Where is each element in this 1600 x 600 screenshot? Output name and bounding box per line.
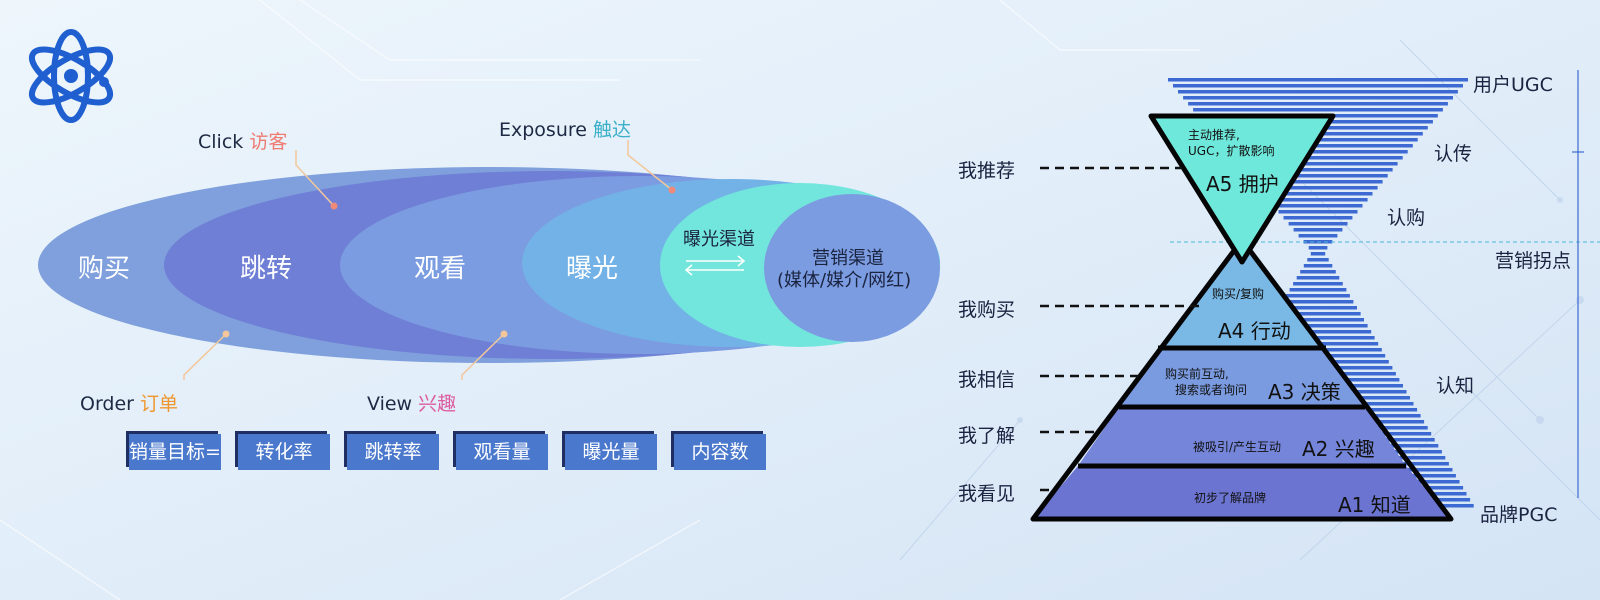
hourglass-stripe bbox=[1278, 210, 1358, 214]
formula-conversion-rate: 转化率 bbox=[238, 434, 330, 470]
a3-desc-line2: 搜索或者询问 bbox=[1175, 383, 1248, 397]
hourglass-stripe bbox=[1303, 264, 1333, 268]
hourglass-stripe bbox=[1258, 186, 1378, 190]
side-pgc: 品牌PGC bbox=[1480, 504, 1558, 526]
atom-icon bbox=[28, 29, 114, 123]
hourglass-stripe bbox=[1271, 318, 1364, 322]
callout-order-en: Order bbox=[80, 393, 134, 415]
side-know: 认知 bbox=[1436, 375, 1475, 397]
hourglass-stripe bbox=[1228, 150, 1408, 154]
label-marketing-line2: (媒体/媒介/网红) bbox=[777, 270, 912, 291]
side-ugc: 用户UGC bbox=[1473, 74, 1553, 96]
hourglass-stripe bbox=[1296, 276, 1340, 280]
label-buy: 购买 bbox=[78, 254, 131, 284]
a4-name: A4 行动 bbox=[1218, 319, 1291, 343]
tier-a4 bbox=[1158, 240, 1326, 348]
a5-desc-line1: 主动推荐, bbox=[1188, 128, 1240, 142]
hourglass-stripe bbox=[1168, 78, 1468, 82]
a1-name: A1 知道 bbox=[1338, 493, 1411, 517]
label-marketing-line1: 营销渠道 bbox=[812, 248, 884, 269]
hourglass-stripe bbox=[1268, 198, 1368, 202]
label-jump: 跳转 bbox=[240, 254, 293, 284]
label-watch: 观看 bbox=[414, 254, 467, 284]
hourglass-stripe bbox=[1308, 246, 1328, 250]
a1-desc: 初步了解品牌 bbox=[1194, 491, 1267, 505]
hourglass-stripe bbox=[1253, 180, 1383, 184]
callout-exposure: Exposure 触达 bbox=[499, 115, 631, 142]
hourglass-stripe bbox=[1173, 84, 1463, 88]
callout-view-en: View bbox=[367, 393, 413, 415]
tier-a1 bbox=[1033, 466, 1451, 519]
hourglass-stripe bbox=[1238, 162, 1398, 166]
hourglass-stripe bbox=[1282, 300, 1354, 304]
formula-exposure-count: 曝光量 bbox=[565, 434, 657, 470]
hourglass-stripe bbox=[1233, 156, 1403, 160]
hourglass-stripe bbox=[1293, 282, 1343, 286]
tier-a5 bbox=[1148, 113, 1336, 265]
callout-click-cn: 访客 bbox=[249, 131, 288, 153]
a3-name: A3 决策 bbox=[1268, 380, 1341, 404]
hourglass-stripe bbox=[1268, 324, 1368, 328]
a5-desc-line2: UGC，扩散影响 bbox=[1188, 144, 1275, 158]
side-spread: 认传 bbox=[1434, 143, 1473, 165]
callout-click: Click 访客 bbox=[198, 127, 287, 154]
hourglass-stripe bbox=[1293, 228, 1343, 232]
level-believe: 我相信 bbox=[958, 369, 1016, 391]
formula-jump-rate: 跳转率 bbox=[347, 434, 439, 470]
formula-view-count: 观看量 bbox=[456, 434, 548, 470]
double-arrow-icon bbox=[684, 255, 746, 276]
callout-view: View 兴趣 bbox=[367, 389, 456, 416]
hourglass-stripe bbox=[1286, 294, 1350, 298]
hourglass-stripe bbox=[1183, 96, 1453, 100]
level-recommend: 我推荐 bbox=[958, 160, 1016, 182]
hourglass-stripe bbox=[1264, 330, 1372, 334]
callout-exposure-cn: 触达 bbox=[593, 119, 632, 141]
label-channel: 曝光渠道 bbox=[683, 229, 755, 250]
hourglass-stripe bbox=[1263, 192, 1373, 196]
side-turning: 营销拐点 bbox=[1495, 250, 1572, 272]
label-expose: 曝光 bbox=[566, 254, 619, 284]
hourglass-stripe bbox=[1307, 258, 1329, 262]
hourglass-stripe bbox=[1273, 204, 1363, 208]
level-buy: 我购买 bbox=[958, 299, 1016, 321]
conversion-ellipses bbox=[38, 140, 940, 380]
hourglass-stripe bbox=[1178, 90, 1458, 94]
hourglass-stripe bbox=[1283, 216, 1353, 220]
hourglass-stripe bbox=[1279, 306, 1357, 310]
a3-desc-line1: 购买前互动, bbox=[1165, 367, 1229, 381]
callout-view-cn: 兴趣 bbox=[418, 393, 457, 415]
a2-name: A2 兴趣 bbox=[1302, 437, 1375, 461]
a2-desc: 被吸引/产生互动 bbox=[1193, 440, 1282, 454]
formula-sales-target: 销量目标= bbox=[129, 434, 221, 470]
hourglass-stripe bbox=[1298, 234, 1338, 238]
hourglass-stripe bbox=[1193, 108, 1443, 112]
callout-click-en: Click bbox=[198, 131, 244, 153]
ellipse-marketing bbox=[764, 194, 940, 342]
callout-order: Order 订单 bbox=[80, 389, 178, 416]
a5-name: A5 拥护 bbox=[1206, 172, 1279, 196]
tier-a3 bbox=[1119, 348, 1365, 407]
tier-a2 bbox=[1078, 407, 1406, 466]
hourglass-stripe bbox=[1300, 270, 1336, 274]
level-understand: 我了解 bbox=[958, 425, 1016, 447]
hourglass-stripe bbox=[1288, 222, 1348, 226]
hourglass-stripe bbox=[1223, 144, 1413, 148]
callout-exposure-en: Exposure bbox=[499, 119, 587, 141]
hourglass-stripe bbox=[1289, 288, 1347, 292]
side-buy: 认购 bbox=[1387, 207, 1426, 229]
hourglass-stripe bbox=[1275, 312, 1361, 316]
hourglass-stripe bbox=[1243, 168, 1393, 172]
level-see: 我看见 bbox=[958, 483, 1016, 505]
a4-desc: 购买/复购 bbox=[1212, 287, 1265, 301]
callout-order-cn: 订单 bbox=[140, 393, 179, 415]
hourglass-stripe bbox=[1310, 252, 1326, 256]
hourglass-stripe bbox=[1248, 174, 1388, 178]
hourglass-stripe bbox=[1188, 102, 1448, 106]
formula-content-count: 内容数 bbox=[674, 434, 766, 470]
